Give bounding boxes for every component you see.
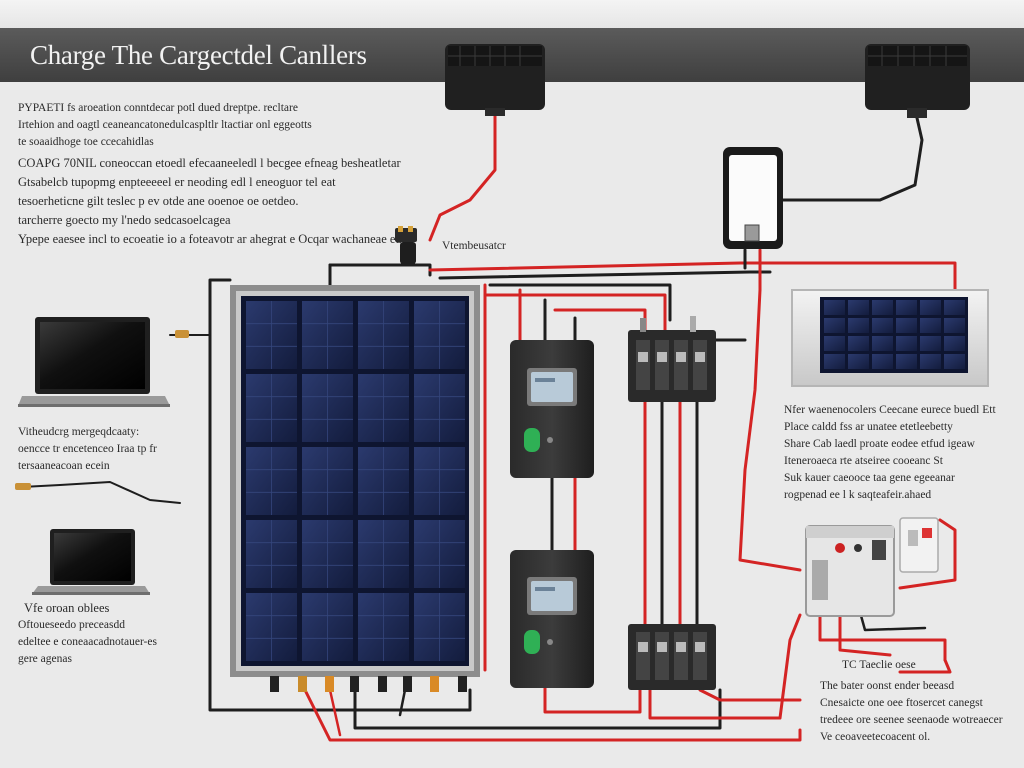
device-desc-line: Oftoueseedo preceasdd: [18, 619, 125, 631]
solar-cell: [824, 336, 845, 351]
solar-cell: [920, 354, 941, 369]
solar-cell: [848, 300, 869, 315]
solar-cell: [824, 300, 845, 315]
panel-desc-line: Nfer waenenocolers Ceecane eurece buedl …: [784, 404, 996, 416]
solar-cell: [824, 354, 845, 369]
solar-cell: [896, 354, 917, 369]
solar-cell: [848, 336, 869, 351]
bottom-right-desc: The bater oonst ender beeasd Cnesaicte o…: [820, 678, 1003, 746]
solar-cell: [872, 336, 893, 351]
panel-desc-line: Iteneroaeca rte atseiree cooeanc St: [784, 455, 943, 467]
bottom-desc-line: tredeee ore seenee seenaode wotreaecer: [820, 714, 1003, 726]
panel-desc: Nfer waenenocolers Ceecane eurece buedl …: [784, 402, 996, 504]
solar-cell: [896, 300, 917, 315]
solar-cell: [848, 354, 869, 369]
intro-2-line: Gtsabelcb tupopmg enpteeeeel er neoding …: [18, 175, 336, 189]
panel-desc-line: Share Cab laedl proate eodee etfud igeaw: [784, 438, 975, 450]
solar-cell-grid: [246, 301, 465, 661]
top-right-solar-panel-icon: [865, 44, 970, 118]
panel-desc-line: Suk kauer caeooce taa gene egeeanar: [784, 472, 955, 484]
solar-cell: [944, 336, 965, 351]
solar-cell: [848, 318, 869, 333]
right-solar-panel-icon: [791, 289, 989, 387]
smartphone-icon: [723, 147, 783, 249]
device-desc-line: Vfe oroan oblees: [24, 601, 110, 615]
intro-2-line: tesoerheticne gilt teslec p ev otde ane …: [18, 194, 299, 208]
intro-text-1: PYPAETI fs aroeation conntdecar potl due…: [18, 100, 312, 151]
main-solar-panel: [230, 285, 480, 692]
panel-desc-line: Place caldd fss ar unatee etetleebetty: [784, 421, 953, 433]
intro-2-line: Ypepe eaesee incl to ecoeatie io a fotea…: [18, 232, 402, 246]
panel-desc-line: rogpenad ee l k saqteafeir.ahaed: [784, 489, 932, 501]
laptop-icon-top: [18, 317, 189, 407]
solar-cell: [944, 300, 965, 315]
intro-text-2: COAPG 70NIL coneoccan etoedl efecaaneele…: [18, 154, 402, 249]
wiring: [21, 113, 957, 742]
connector-plug-icon: [395, 226, 417, 264]
top-strip: [0, 0, 1024, 28]
top-left-solar-panel-icon: [445, 44, 545, 116]
solar-cell: [944, 318, 965, 333]
solar-cell: [920, 300, 941, 315]
inverter-label: Vtembeusatcr: [442, 240, 506, 252]
laptop-icon-bottom: [32, 529, 150, 595]
usb-plug-icon: [15, 483, 31, 490]
bottom-desc-line: Ve ceoaveetecoacent ol.: [820, 731, 931, 743]
bottom-desc-line: The bater oonst ender beeasd: [820, 680, 955, 692]
page-title: Charge The Cargectdel Canllers: [30, 40, 367, 70]
solar-cell: [872, 354, 893, 369]
solar-cell: [920, 336, 941, 351]
inverter-box-icon: [805, 517, 939, 617]
panel-terminals: [270, 676, 467, 692]
breaker-block-icon-top: [628, 316, 716, 402]
breaker-block-icon-bottom: [628, 624, 716, 690]
solar-cell: [896, 318, 917, 333]
solar-cell: [896, 336, 917, 351]
device-desc-line: gere agenas: [18, 653, 72, 665]
intro-2-line: tarcherre goecto my l'nedo sedcasoelcage…: [18, 213, 231, 227]
device-desc-line: edeltee e coneaacadnotauer-es: [18, 636, 157, 648]
solar-cell: [944, 354, 965, 369]
solar-cell: [872, 318, 893, 333]
charge-controller-icon-top: [510, 340, 594, 478]
laptop-desc-line: oencce tr encetenceo Iraa tp fr: [18, 443, 157, 455]
intro-1-line: te soaaidhoge toe ccecahidlas: [18, 136, 154, 148]
intro-2-line: COAPG 70NIL coneoccan etoedl efecaaneele…: [18, 156, 401, 170]
solar-cell: [872, 300, 893, 315]
intro-1-line: PYPAETI fs aroeation conntdecar potl due…: [18, 102, 298, 114]
bottom-desc-line: Cnesaicte one oee ftosercet canegst: [820, 697, 983, 709]
device-desc: Vfe oroan oblees Oftoueseedo preceasdd e…: [18, 600, 157, 668]
solar-cell: [824, 318, 845, 333]
intro-1-line: Irtehion and oagtl ceaneancatonedulcaspl…: [18, 119, 312, 131]
laptop-desc-line: Vitheudcrg mergeqdcaaty:: [18, 426, 140, 438]
controller-tag: TC Taeclie oese: [842, 659, 916, 671]
laptop-desc-line: tersaaneacoan ecein: [18, 460, 110, 472]
solar-cell: [920, 318, 941, 333]
charge-controller-icon-bottom: [510, 550, 594, 688]
laptop-desc: Vitheudcrg mergeqdcaaty: oencce tr encet…: [18, 424, 157, 475]
